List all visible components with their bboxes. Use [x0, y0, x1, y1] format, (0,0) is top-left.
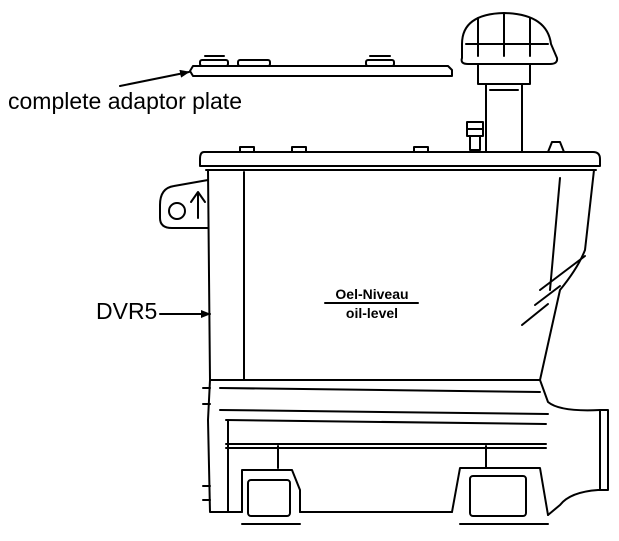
adaptor-plate-label: complete adaptor plate	[8, 88, 242, 114]
oil-level-mark: Oel-Niveau oil-level	[324, 286, 419, 321]
lower-frame	[202, 379, 549, 513]
filler-cap	[460, 12, 559, 153]
bottom-flanges	[241, 445, 549, 525]
adaptor-plate-leader	[119, 69, 190, 87]
mounting-lug	[159, 179, 209, 229]
outlet-pipe	[539, 379, 609, 516]
adaptor-plate	[189, 55, 453, 77]
dvr5-label: DVR5	[96, 298, 158, 324]
oil-level-label-en: oil-level	[346, 305, 398, 321]
oil-level-label-de: Oel-Niveau	[335, 286, 408, 302]
tank-lid	[199, 141, 601, 171]
tank-body	[207, 169, 595, 381]
fitting	[466, 121, 484, 151]
leader-lines	[119, 69, 211, 318]
